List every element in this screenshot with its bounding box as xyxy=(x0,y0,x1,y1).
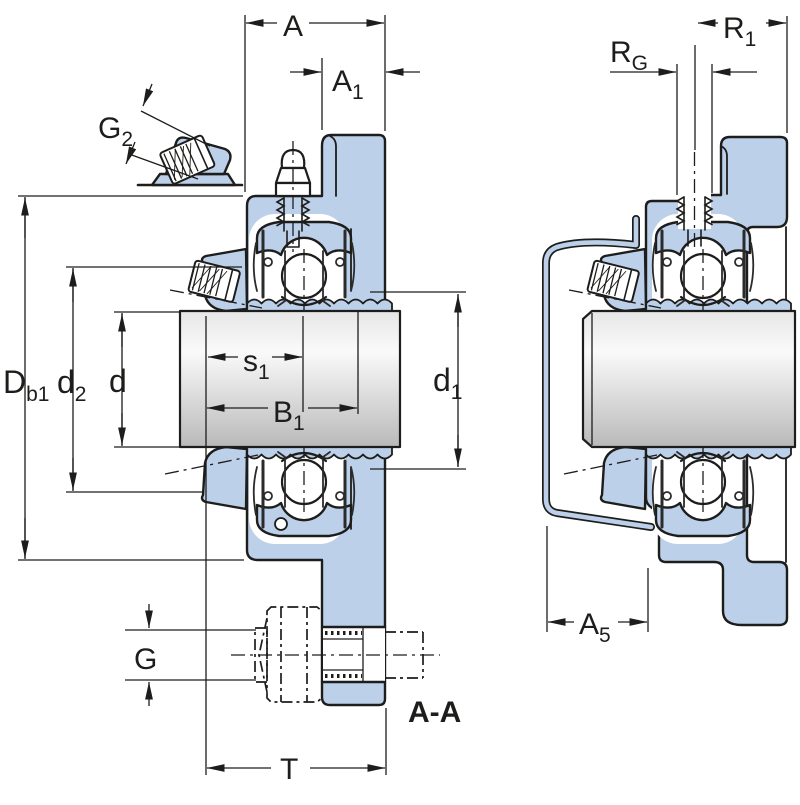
dim-s1: s1 xyxy=(207,345,303,384)
extension-lines xyxy=(18,15,788,775)
dim-label-Db1: Db1 xyxy=(3,364,49,406)
flange-step-line-right xyxy=(720,145,728,195)
dim-label-A5: A5 xyxy=(579,608,611,647)
section-label: A-A xyxy=(408,696,461,729)
phantom-bolt xyxy=(231,606,440,703)
dim-label-A: A xyxy=(283,10,303,43)
dim-label-d2: d2 xyxy=(57,364,86,406)
flange-step-line xyxy=(329,135,337,197)
dim-d1: d1 xyxy=(433,294,462,467)
dim-label-R1: R1 xyxy=(723,12,756,51)
dim-B1: B1 xyxy=(206,396,358,435)
dim-d2: d2 xyxy=(57,268,86,491)
dim-G: G xyxy=(134,604,157,706)
dim-label-G: G xyxy=(134,643,157,676)
dim-T: T xyxy=(206,753,386,786)
dim-A5: A5 xyxy=(547,608,648,647)
dimension-annotations: A A1 G2 Db1 d2 d xyxy=(3,10,788,786)
dim-A1: A1 xyxy=(290,65,420,104)
grub-screw-detail xyxy=(125,83,244,187)
shaft-right xyxy=(581,309,797,449)
dim-label-A1: A1 xyxy=(332,65,364,104)
dim-Db1: Db1 xyxy=(3,197,49,559)
left-view-section xyxy=(163,133,440,707)
end-cover xyxy=(542,215,655,531)
grease-nipple xyxy=(274,141,312,252)
dim-d: d xyxy=(109,313,127,446)
dim-label-d: d xyxy=(109,363,127,399)
dim-label-B1: B1 xyxy=(273,396,305,435)
dim-label-RG: RG xyxy=(610,36,648,75)
dim-label-T: T xyxy=(280,753,298,786)
right-view-section xyxy=(542,135,797,627)
dim-label-G2: G2 xyxy=(98,112,133,151)
dim-A: A xyxy=(245,10,385,43)
housing-notch xyxy=(274,517,288,531)
dim-label-d1: d1 xyxy=(433,362,462,404)
grease-thread-hole xyxy=(675,152,714,250)
dim-RG: RG xyxy=(610,36,757,76)
dim-R1: R1 xyxy=(697,12,787,51)
grub-screw-detail-screw xyxy=(159,134,216,185)
shaft-left xyxy=(178,309,402,449)
dim-label-s1: s1 xyxy=(243,345,270,384)
